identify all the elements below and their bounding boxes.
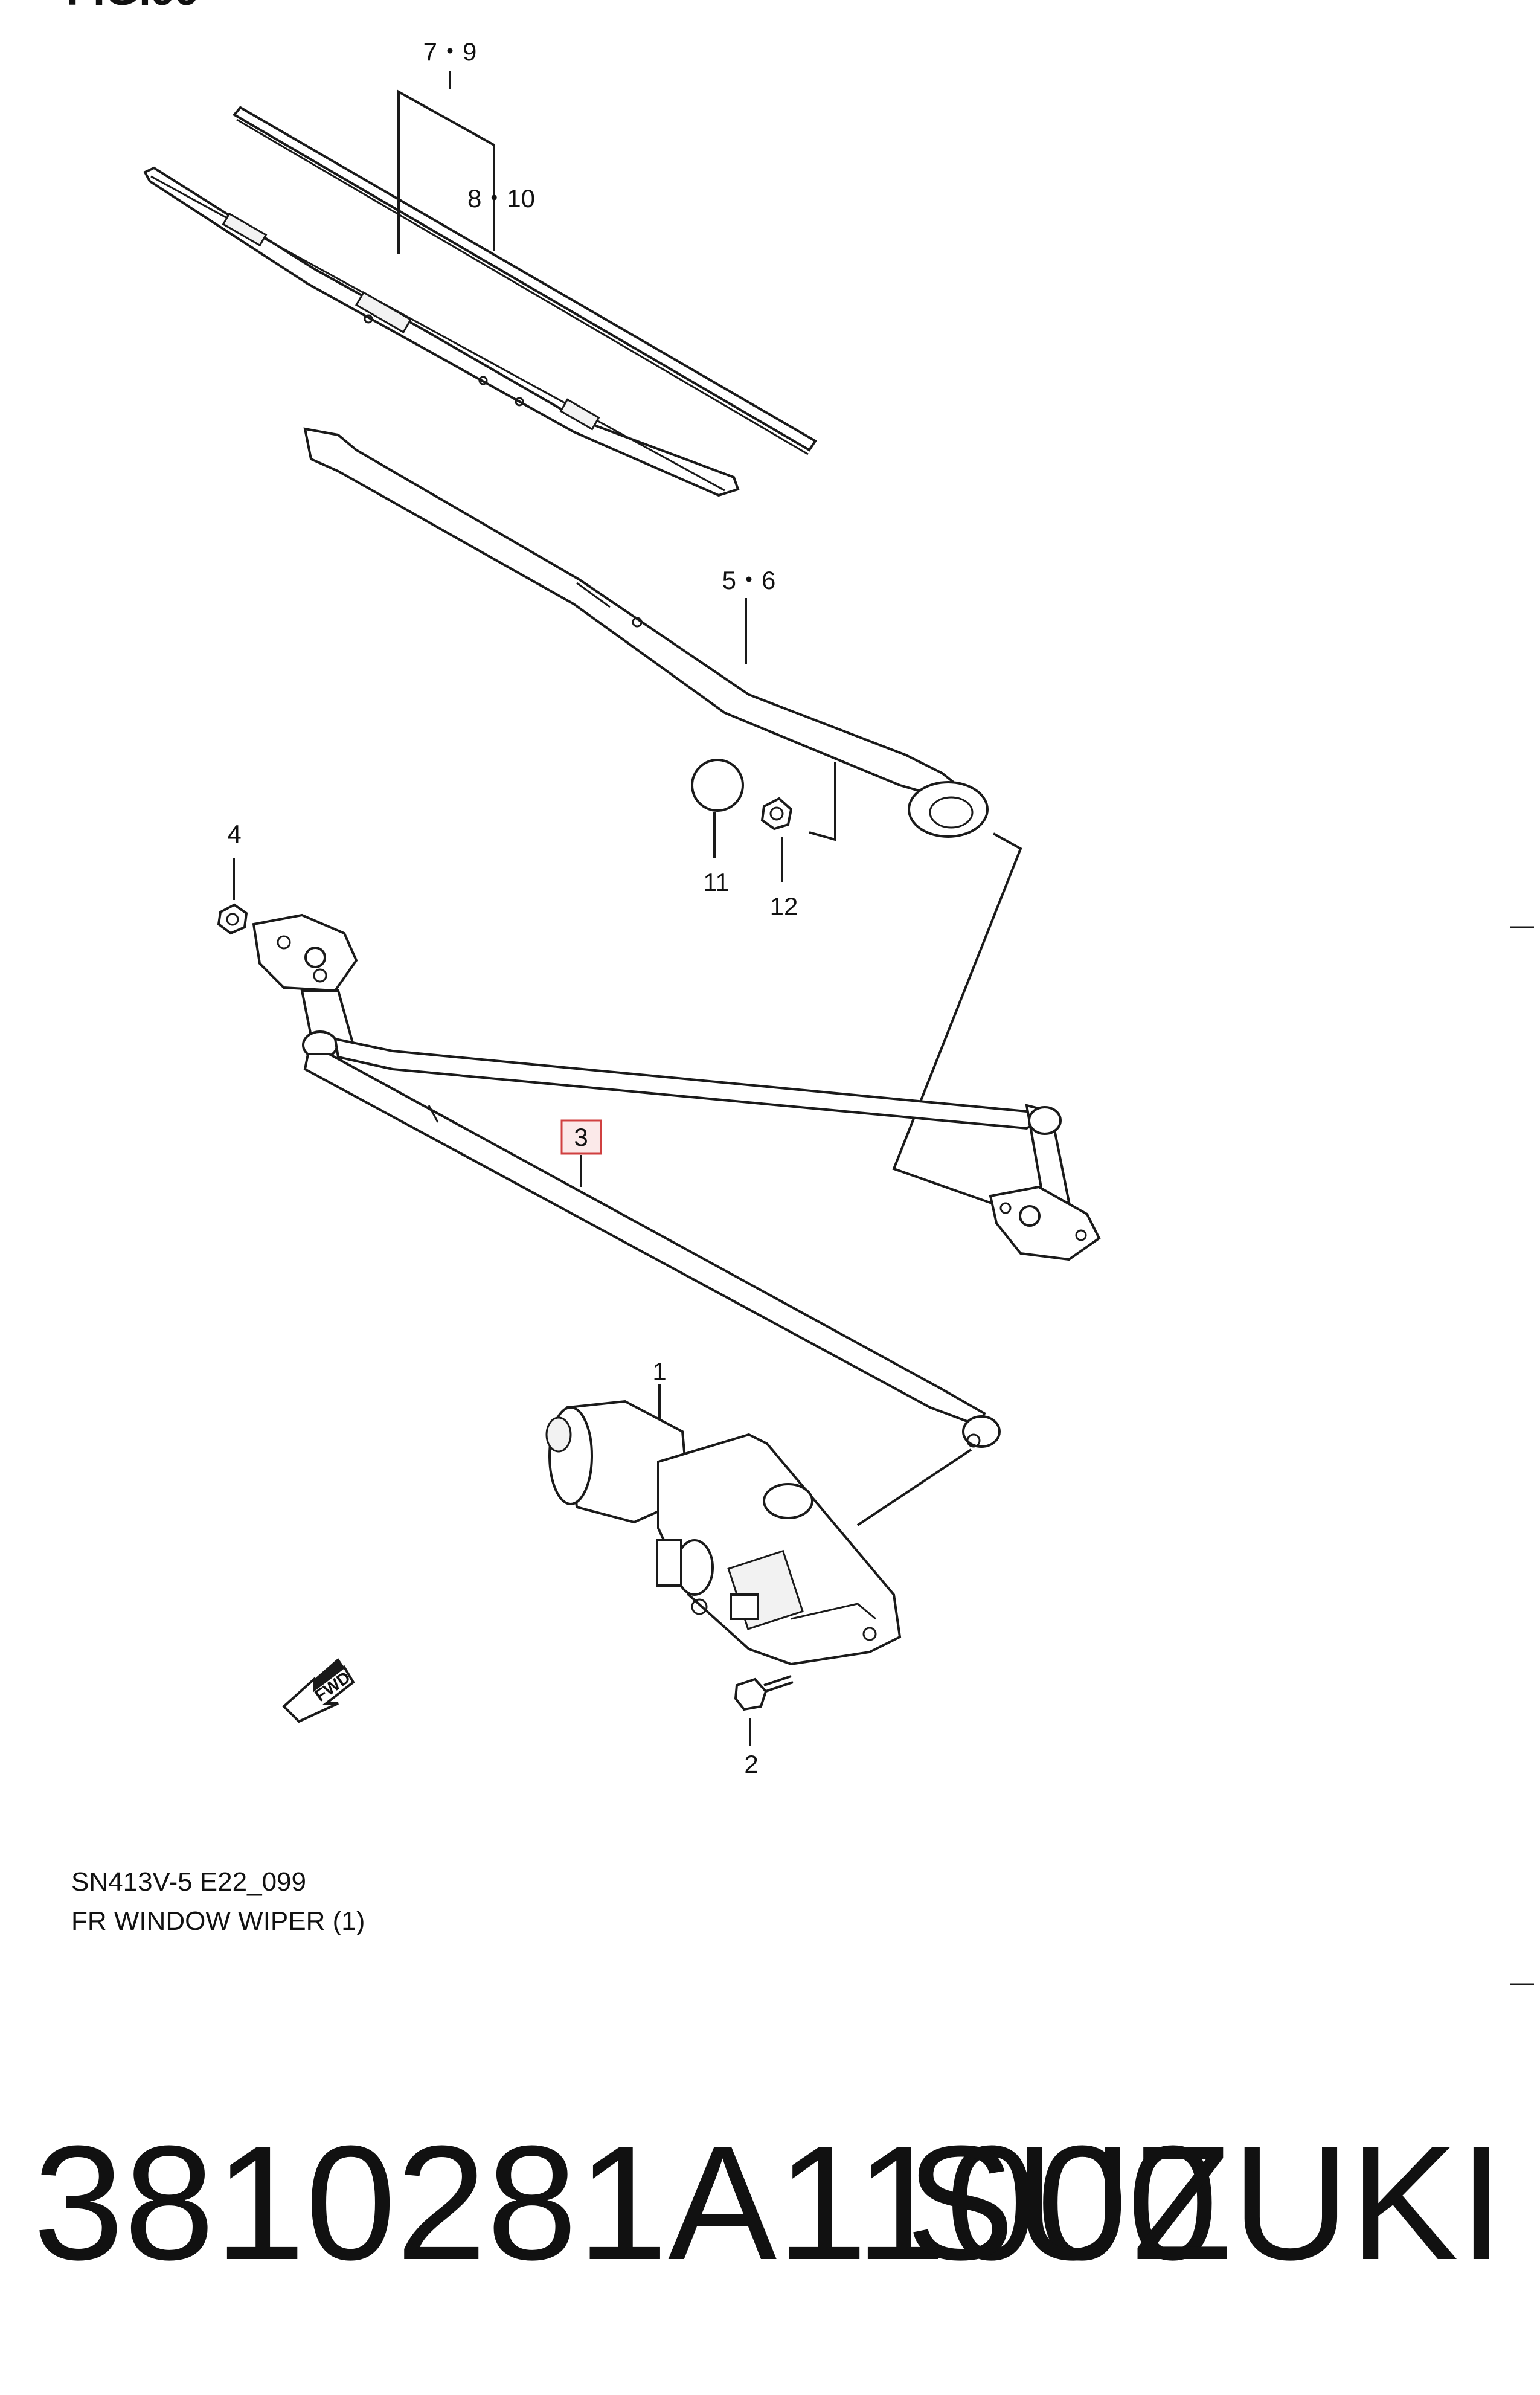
callout-4: 4 [227, 820, 241, 848]
arm-nut [760, 797, 793, 831]
mount-nut [217, 903, 248, 935]
wiper-motor [545, 1400, 902, 1666]
wiper-linkage [252, 913, 1101, 1448]
leader-arm-bracket [809, 762, 836, 841]
part-number: 3810281A11000 [33, 2112, 1218, 2294]
callout-1: 1 [652, 1357, 666, 1386]
figure-code: SN413V-5 E22_099 [71, 1867, 306, 1897]
mounting-bolt [734, 1675, 794, 1711]
brand-label: SUZUKI [906, 2112, 1504, 2294]
fwd-arrow-icon: FWD [282, 1658, 355, 1723]
callout-12: 12 [770, 892, 798, 921]
wiper-blade-frame [143, 166, 740, 497]
callout-5-6: 5・6 [722, 566, 776, 594]
callout-2: 2 [744, 1750, 758, 1778]
leader-linkage-motor [856, 1448, 972, 1526]
wiper-blade-rubber [232, 106, 817, 455]
pivot-cap [691, 759, 744, 812]
leader-arm-to-pivot [892, 832, 1022, 1209]
wiper-arm [303, 427, 989, 838]
leader-7-9 [397, 71, 495, 254]
figure-title: FR WINDOW WIPER (1) [71, 1906, 365, 1936]
callout-11: 11 [703, 868, 730, 896]
callout-7-9: 7・9 [423, 37, 477, 66]
callout-3[interactable]: 3 [574, 1123, 588, 1151]
callout-3-box[interactable] [560, 1119, 602, 1155]
callout-8-10: 8・10 [467, 184, 535, 213]
figure-header: FIG.99 [66, 0, 199, 14]
